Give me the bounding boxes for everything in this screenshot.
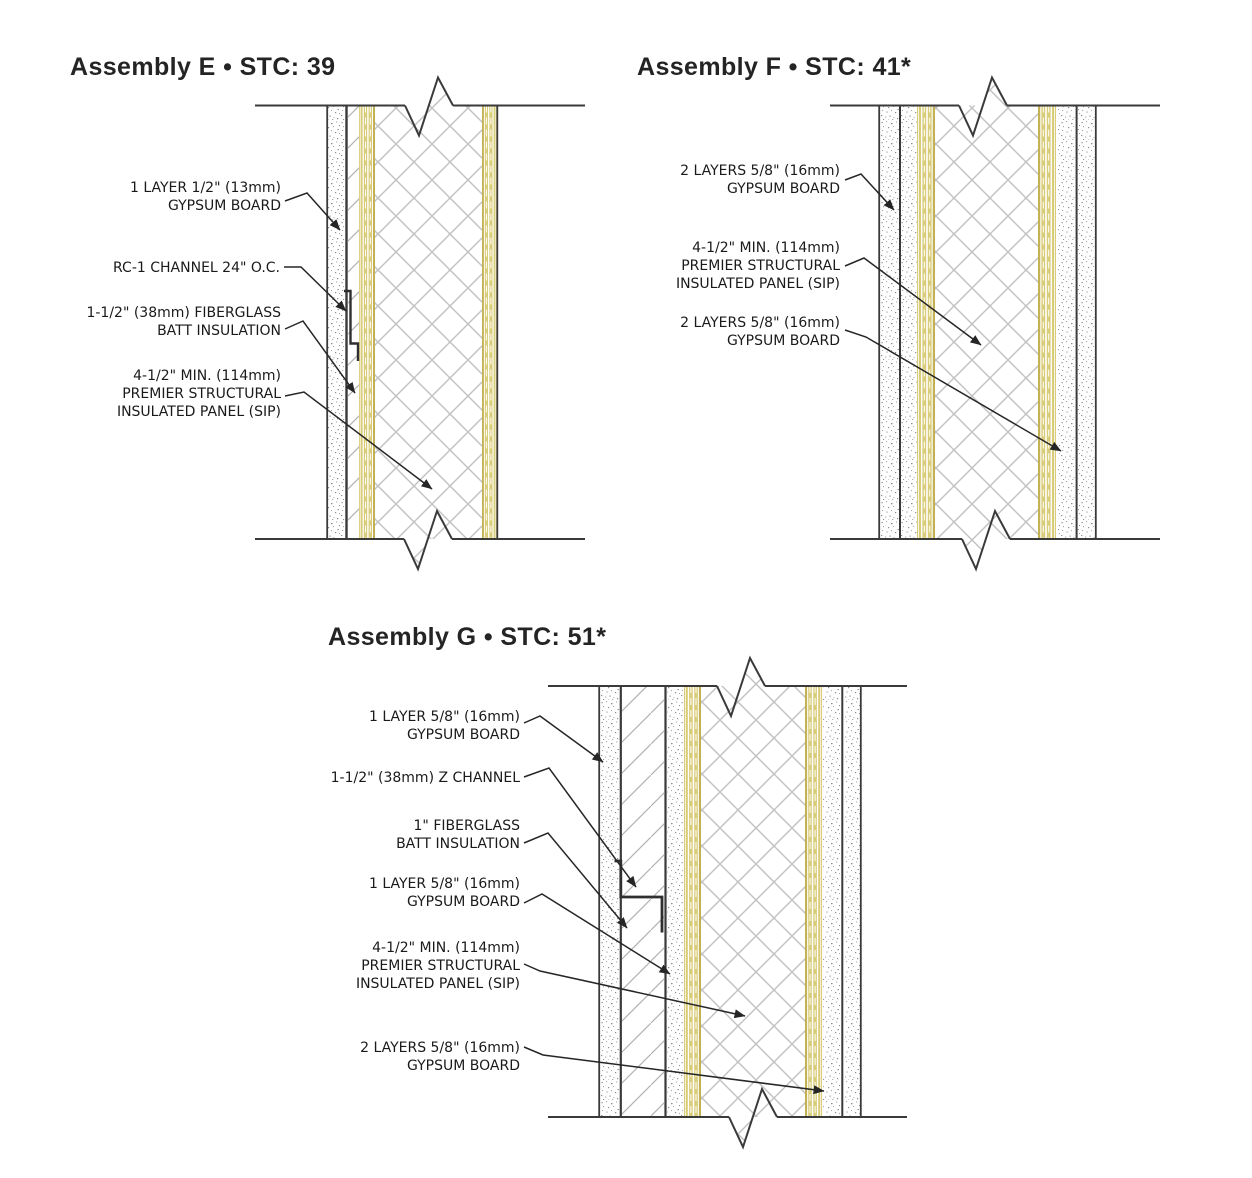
assembly-g-layer-gap — [622, 686, 664, 1117]
assembly-e-layer-gypsum — [328, 105, 345, 539]
assembly-g-batt-insulation-label-leader — [523, 832, 628, 929]
assembly-f-layer-osb — [917, 105, 935, 539]
assembly-f-break-fill — [962, 539, 986, 569]
assembly-g-layer-gypsum — [823, 686, 841, 1117]
assembly-g-gypsum-inner-label: 1 LAYER 5/8" (16mm)GYPSUM BOARD — [369, 876, 520, 910]
assembly-f-layer-gypsum — [901, 105, 917, 539]
assembly-g-z-channel — [614, 859, 664, 933]
assembly-f-gypsum-left-label-leader — [844, 173, 895, 211]
assembly-e-rc-channel-label: RC-1 CHANNEL 24" O.C. — [113, 260, 280, 276]
assembly-g-sip-label-leader — [523, 963, 746, 1019]
assembly-g-layer-eps — [701, 686, 805, 1117]
assembly-f-gypsum-right-label: 2 LAYERS 5/8" (16mm)GYPSUM BOARD — [680, 315, 840, 349]
assembly-g-z-channel-label: 1-1/2" (38mm) Z CHANNEL — [331, 770, 521, 786]
assembly-e-gypsum-board-label-leader — [284, 192, 341, 231]
assembly-e-diagram: 1 LAYER 1/2" (13mm)GYPSUM BOARD RC-1 CHAN… — [86, 74, 585, 572]
assembly-f-layer-gypsum — [1058, 105, 1075, 539]
assembly-g-layer-gypsum — [844, 686, 860, 1117]
assembly-f-sip-label-leader — [844, 257, 982, 346]
assembly-g-gypsum-double-label-leader — [523, 1046, 825, 1095]
assembly-f-diagram: 2 LAYERS 5/8" (16mm)GYPSUM BOARD 4-1/2" M… — [676, 74, 1160, 572]
assembly-f-gypsum-right-label-leader — [844, 329, 1062, 452]
assembly-f-break-fill — [982, 77, 1007, 106]
assembly-e-gypsum-board-label: 1 LAYER 1/2" (13mm)GYPSUM BOARD — [130, 180, 281, 214]
assembly-f-layer-osb — [1038, 105, 1056, 539]
assembly-f-layer-gypsum — [880, 105, 899, 539]
assembly-e-break-fill — [428, 77, 453, 106]
assembly-f-gypsum-left-label: 2 LAYERS 5/8" (16mm)GYPSUM BOARD — [680, 163, 840, 197]
assembly-g-layer-osb — [684, 686, 701, 1117]
assembly-e-title: Assembly E • STC: 39 — [70, 53, 336, 81]
assembly-f-break-mark — [958, 74, 1008, 139]
assembly-g-layer-gypsum — [600, 686, 619, 1117]
assembly-g-gypsum-outer-label-leader — [523, 715, 604, 763]
assembly-e-break-mark — [404, 74, 454, 139]
assembly-e-sip-label-leader — [284, 391, 433, 490]
assembly-g-layer-gypsum — [667, 686, 683, 1117]
assembly-f-title: Assembly F • STC: 41* — [637, 53, 912, 81]
assembly-e-break-fill — [404, 539, 428, 569]
assembly-e-break-mark — [403, 508, 453, 572]
assembly-g-break-fill — [740, 658, 765, 686]
assembly-e-layer-osb — [359, 105, 375, 539]
assembly-g-z-channel-label-leader — [523, 767, 637, 888]
assembly-g-gypsum-double-label: 2 LAYERS 5/8" (16mm)GYPSUM BOARD — [360, 1040, 520, 1074]
assembly-g-diagram: 1 LAYER 5/8" (16mm)GYPSUM BOARD 1-1/2" (3… — [331, 655, 907, 1150]
assembly-f-layer-eps — [935, 105, 1038, 539]
assembly-e-batt-insulation-label-leader — [284, 320, 356, 394]
assembly-g-layer-osb — [805, 686, 822, 1117]
assembly-e-rc-channel-label-leader — [284, 266, 347, 312]
assembly-g-break-mark — [716, 655, 766, 719]
assembly-g-break-mark — [728, 1086, 778, 1150]
assembly-g-break-fill — [729, 1117, 753, 1147]
assembly-f-break-mark — [961, 508, 1011, 572]
assembly-e-layer-eps — [375, 105, 482, 539]
assembly-e-rc-channel — [344, 289, 360, 361]
assembly-g-title: Assembly G • STC: 51* — [328, 623, 607, 651]
assembly-f-layer-gypsum — [1078, 105, 1095, 539]
assembly-g-gypsum-outer-label: 1 LAYER 5/8" (16mm)GYPSUM BOARD — [369, 709, 520, 743]
assembly-e-layer-osb — [482, 105, 497, 539]
assembly-g-gypsum-inner-label-leader — [523, 893, 671, 975]
assembly-e-layer-gap — [348, 105, 359, 539]
